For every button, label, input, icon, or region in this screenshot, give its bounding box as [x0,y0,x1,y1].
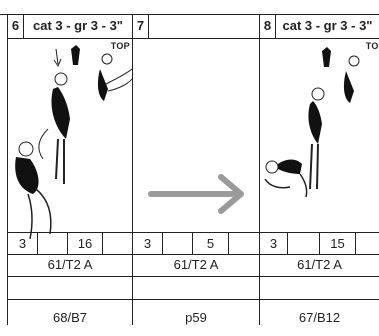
view-label: TOP [110,41,130,51]
frame-8: 8 cat 3 - gr 3 - 3" TOP 3 15 61/T2 A [259,14,379,325]
element-row-1: 61/T2 A [8,255,132,277]
view-label: TOP [365,41,379,51]
element-row-1: 61/T2 A [260,255,379,277]
element-code [260,277,379,299]
acrobatics-illustration [15,45,133,240]
score-cell [356,233,379,254]
frame-header: 7 [133,14,259,39]
element-code: 61/T2 A [173,257,219,272]
frame-header: 8 cat 3 - gr 3 - 3" [260,14,379,39]
score-cell: 15 [320,233,356,254]
element-row-2 [133,277,259,300]
score-cell: 16 [68,233,103,254]
score-cell: 3 [8,233,38,254]
frame-number: 7 [133,14,149,38]
element-code: 68/B7 [53,310,87,325]
score-cell: 3 [260,233,288,254]
routine-sheet: 6 cat 3 - gr 3 - 3" TOP 3 [0,14,379,325]
score-row: 3 16 [8,232,132,255]
score-cell [163,233,193,254]
score-cell [288,233,320,254]
transition-arrow-illustration [148,174,244,214]
frame-number: 8 [260,14,276,38]
element-row-1: 61/T2 A [133,255,259,277]
element-row-3: p59 [133,300,259,325]
score-cell: 3 [133,233,163,254]
element-row-2 [8,277,132,300]
element-row-2 [260,277,379,300]
element-row-3: 67/B12 [260,300,379,325]
score-row: 3 15 [260,232,379,255]
element-code [8,277,132,299]
score-cell [229,233,259,254]
score-row: 3 5 [133,232,259,255]
acrobatics-illustration [264,47,360,198]
element-code: 67/B12 [298,310,341,325]
score-cell [103,233,132,254]
frame-6: 6 cat 3 - gr 3 - 3" TOP 3 [7,14,133,325]
top-border [0,14,379,15]
frame-header: 6 cat 3 - gr 3 - 3" [8,14,132,39]
element-code [133,277,259,299]
score-cell [38,233,68,254]
score-cell: 5 [193,233,229,254]
element-code: p59 [185,310,207,325]
frame-title: cat 3 - gr 3 - 3" [282,18,373,33]
frame-title: cat 3 - gr 3 - 3" [33,18,123,33]
frame-number: 6 [8,14,24,38]
element-row-3: 68/B7 [8,300,132,325]
frame-7: 7 3 5 61/T2 A p59 [132,14,259,325]
frame-title [149,14,259,38]
element-code: 61/T2 A [47,257,93,272]
element-code: 61/T2 A [297,257,342,272]
